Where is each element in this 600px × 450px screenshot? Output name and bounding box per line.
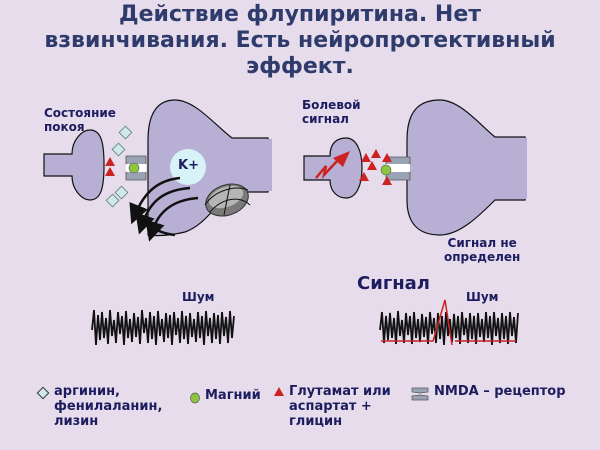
left-noise-label: Шум bbox=[182, 290, 215, 304]
pain-signal-label: Болевой сигнал bbox=[302, 98, 361, 126]
legend-glutamate-line-2: аспартат + bbox=[289, 399, 372, 414]
left-postsynaptic-neuron bbox=[147, 99, 272, 237]
nmda-receptor-icon bbox=[411, 387, 429, 401]
kv7-channel-icon bbox=[204, 183, 251, 217]
right-nmda-receptor bbox=[380, 156, 411, 181]
signal-undetected-label: Сигнал не определен bbox=[444, 236, 520, 264]
pain-signal-line-2: сигнал bbox=[302, 112, 349, 126]
right-glutamate-triangles bbox=[359, 149, 392, 185]
legend-glutamate: Глутамат или аспартат + глицин bbox=[273, 384, 391, 429]
title-line-1: Действие флупиритина. Нет bbox=[118, 2, 481, 27]
amino-acid-diamonds bbox=[105, 125, 133, 208]
left-noise-trace bbox=[91, 309, 235, 346]
legend-nmda: NMDA – рецептор bbox=[410, 384, 566, 402]
legend-nmda-label: NMDA – рецептор bbox=[434, 384, 566, 399]
potassium-efflux-arrows bbox=[129, 176, 199, 242]
left-nmda-receptor bbox=[125, 155, 147, 181]
resting-state-label: Состояние покоя bbox=[44, 106, 116, 134]
resting-state-line-1: Состояние bbox=[44, 106, 116, 120]
legend-glutamate-line-1: Глутамат или bbox=[289, 384, 391, 399]
right-noise-label: Шум bbox=[466, 290, 499, 304]
title-line-3: эффект. bbox=[246, 54, 354, 79]
signal-undetected-line-2: определен bbox=[444, 250, 521, 264]
legend-amino-acids: аргинин, фенилаланин, лизин bbox=[36, 384, 162, 429]
triangle-icon bbox=[274, 387, 284, 396]
signal-label: Сигнал bbox=[357, 273, 430, 294]
potassium-ion bbox=[170, 149, 206, 185]
legend-amino-line-3: лизин bbox=[54, 414, 99, 429]
right-postsynaptic-neuron bbox=[406, 99, 527, 236]
signal-undetected-line-1: Сигнал не bbox=[447, 236, 517, 250]
legend-magnesium: Магний bbox=[189, 388, 261, 404]
legend-amino-line-2: фенилаланин, bbox=[54, 399, 163, 414]
left-presynaptic-terminal bbox=[43, 129, 105, 201]
resting-state-line-2: покоя bbox=[44, 120, 85, 134]
legend-magnesium-label: Магний bbox=[205, 388, 261, 403]
magnesium-circle-icon bbox=[190, 392, 200, 404]
diamond-icon bbox=[36, 386, 50, 400]
potassium-label: K+ bbox=[178, 158, 199, 173]
page-title: Действие флупиритина. Нет взвинчивания. … bbox=[0, 2, 600, 80]
legend-amino-line-1: аргинин, bbox=[54, 384, 120, 399]
left-glutamate-triangles bbox=[105, 157, 115, 176]
legend-glutamate-line-3: глицин bbox=[289, 414, 343, 429]
right-noise-trace-with-signal bbox=[379, 299, 519, 346]
right-presynaptic-terminal bbox=[303, 137, 363, 199]
title-line-2: взвинчивания. Есть нейропротективный bbox=[44, 28, 556, 53]
pain-signal-line-1: Болевой bbox=[302, 98, 361, 112]
